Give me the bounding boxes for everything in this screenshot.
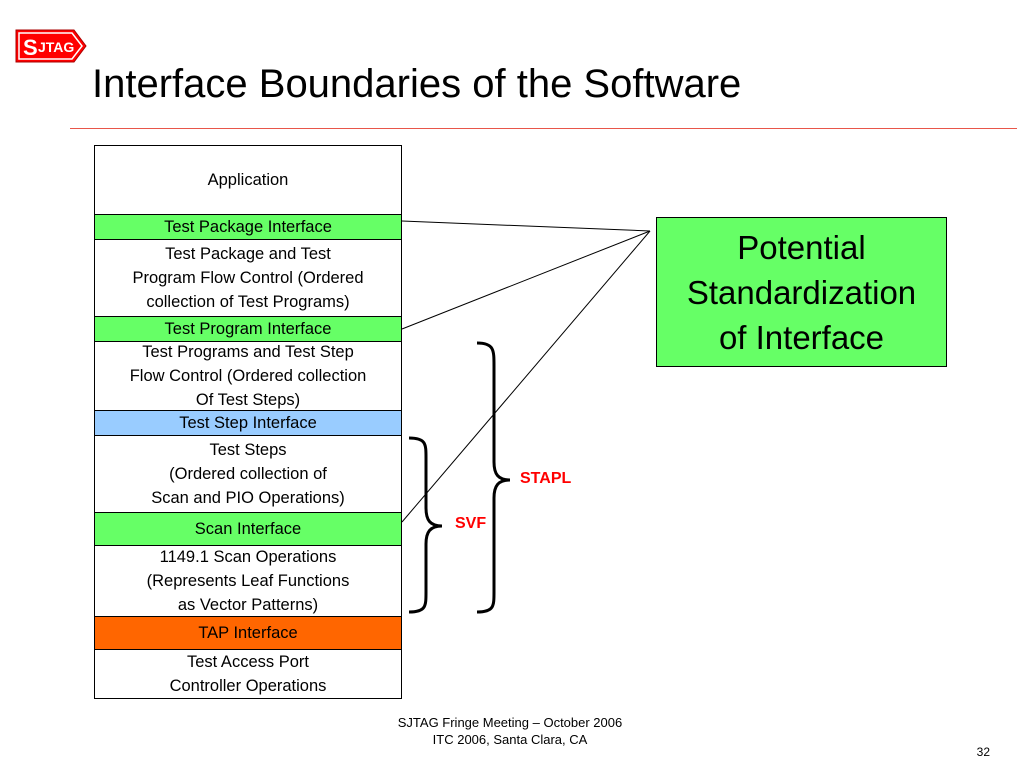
title-divider xyxy=(70,128,1017,129)
layer-test-program-flow: Test Programs and Test Step Flow Control… xyxy=(95,342,401,410)
svf-brace xyxy=(408,436,443,614)
logo-initial: S xyxy=(23,35,38,60)
layer-scan-operations: 1149.1 Scan Operations (Represents Leaf … xyxy=(95,546,401,616)
interface-test-program: Test Program Interface xyxy=(95,316,401,342)
slide-title: Interface Boundaries of the Software xyxy=(92,62,742,106)
stapl-label: STAPL xyxy=(520,470,572,487)
logo-text: JTAG xyxy=(38,39,74,55)
interface-test-step: Test Step Interface xyxy=(95,410,401,436)
layer-tap-controller: Test Access Port Controller Operations xyxy=(95,650,401,698)
connector-test-program xyxy=(401,230,651,330)
software-stack: Application Test Package Interface Test … xyxy=(94,145,402,699)
potential-standardization-box: Potential Standardization of Interface xyxy=(656,217,947,367)
interface-scan: Scan Interface xyxy=(95,512,401,546)
sjtag-logo: S JTAG xyxy=(14,26,88,66)
svf-label: SVF xyxy=(455,515,487,532)
page-number: 32 xyxy=(976,745,990,759)
slide-footer: SJTAG Fringe Meeting – October 2006 ITC … xyxy=(397,715,623,747)
interface-tap: TAP Interface xyxy=(95,616,401,650)
layer-application: Application xyxy=(95,146,401,214)
layer-test-steps: Test Steps (Ordered collection of Scan a… xyxy=(95,436,401,512)
interface-test-package: Test Package Interface xyxy=(95,214,401,240)
stapl-brace xyxy=(476,341,511,614)
connector-test-package xyxy=(401,220,651,232)
layer-test-package-flow: Test Package and Test Program Flow Contr… xyxy=(95,240,401,316)
